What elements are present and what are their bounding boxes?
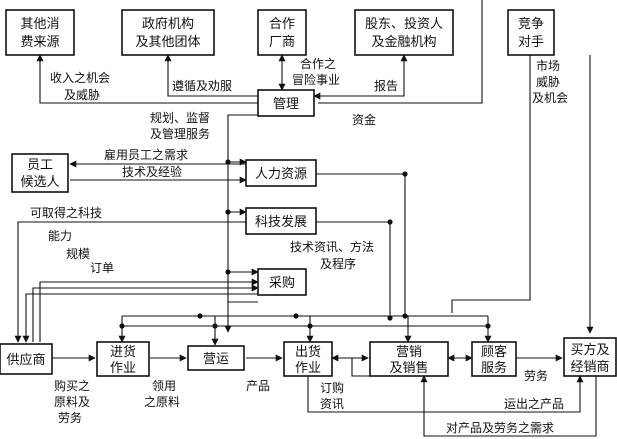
label-hire-need: 雇用员工之需求	[104, 147, 188, 162]
svg-text:管理: 管理	[273, 97, 299, 112]
svg-text:营销: 营销	[396, 345, 422, 360]
label-partner-venture-1: 合作之	[300, 56, 336, 71]
box-employee-candidates: 员工 候选人	[11, 153, 69, 193]
label-report: 报告	[374, 78, 398, 93]
box-competitors: 竞争 对手	[507, 9, 555, 56]
svg-text:及销售: 及销售	[389, 360, 428, 376]
line-demand	[420, 375, 597, 437]
label-market-2: 威胁	[536, 74, 560, 89]
box-procurement: 采购	[257, 268, 307, 296]
label-order-info-1: 订购	[320, 380, 344, 395]
svg-text:作业: 作业	[295, 361, 321, 376]
label-demand: 对产品及劳务之需求	[446, 420, 554, 435]
svg-text:其他消: 其他消	[20, 17, 59, 32]
line-management-backbone	[224, 114, 258, 333]
box-management: 管理	[257, 89, 315, 117]
box-operations: 营运	[187, 345, 245, 371]
label-shipped: 运出之产品	[504, 397, 564, 411]
line-funds	[318, 0, 483, 104]
label-skills: 技术及经验	[122, 164, 182, 179]
svg-text:服务: 服务	[481, 360, 507, 376]
junction-dots	[119, 159, 491, 329]
box-human-resources: 人力资源	[245, 159, 317, 187]
line-management-to-government	[164, 54, 258, 97]
line-management-to-other-consumers	[36, 54, 258, 104]
label-scale: 规模	[66, 246, 90, 261]
label-purchased-3: 劳务	[58, 410, 82, 425]
svg-text:作业: 作业	[110, 361, 136, 376]
label-purchased-2: 原料及	[54, 395, 90, 409]
label-plan-2: 及管理服务	[150, 126, 210, 141]
svg-text:科技发展: 科技发展	[255, 214, 307, 230]
label-received-2: 之原料	[144, 395, 180, 409]
label-market-1: 市场	[536, 58, 560, 73]
label-market-3: 及机会	[532, 91, 568, 105]
label-capability: 能力	[48, 229, 72, 243]
label-partner-venture-2: 冒险事业	[292, 72, 340, 87]
svg-text:及金融机构: 及金融机构	[371, 34, 436, 50]
svg-text:候选人: 候选人	[20, 175, 59, 190]
line-available-tech	[14, 221, 246, 343]
line-market	[451, 55, 531, 313]
svg-text:买方及: 买方及	[570, 342, 609, 358]
svg-text:及其他团体: 及其他团体	[135, 35, 200, 50]
svg-text:供应商: 供应商	[6, 352, 45, 368]
box-outbound-logistics: 出货 作业	[283, 341, 333, 377]
svg-text:经销商: 经销商	[570, 360, 609, 375]
svg-text:进货: 进货	[110, 344, 136, 360]
label-order: 订单	[90, 261, 114, 275]
svg-text:合作: 合作	[269, 17, 295, 32]
svg-text:竞争: 竞争	[518, 16, 544, 32]
box-tech-development: 科技发展	[245, 207, 317, 235]
label-available-tech: 可取得之科技	[30, 205, 102, 220]
svg-text:厂商: 厂商	[269, 35, 295, 50]
box-partners: 合作 厂商	[257, 9, 307, 56]
line-order	[22, 293, 258, 343]
svg-text:员工: 员工	[27, 158, 53, 173]
box-inbound-logistics: 进货 作业	[96, 341, 150, 377]
svg-text:股东、投资人: 股东、投资人	[365, 16, 443, 32]
label-labor: 劳务	[524, 368, 548, 383]
label-funds: 资金	[352, 112, 376, 127]
box-marketing-sales: 营销 及销售	[369, 341, 449, 377]
label-tech-info-2: 及程序	[320, 256, 356, 271]
box-customer-service: 顾客 服务	[471, 341, 517, 377]
box-other-consumers: 其他消 费来源	[5, 9, 75, 56]
label-income-threat-1: 收入之机会	[50, 71, 110, 85]
svg-text:人力资源: 人力资源	[255, 167, 307, 182]
label-purchased-1: 购买之	[54, 378, 90, 393]
box-buyers-distributors: 买方及 经销商	[563, 337, 617, 377]
svg-text:政府机构: 政府机构	[142, 17, 194, 32]
label-comply: 遵循及劝服	[172, 78, 232, 93]
line-shareholders-management	[313, 54, 408, 100]
svg-text:出货: 出货	[295, 344, 321, 360]
svg-text:顾客: 顾客	[481, 344, 507, 360]
label-income-threat-2: 及威胁	[64, 87, 100, 102]
box-supplier: 供应商	[0, 343, 53, 375]
svg-text:费来源: 费来源	[20, 35, 59, 50]
svg-text:采购: 采购	[269, 275, 295, 291]
line-scale	[32, 284, 259, 342]
flow-labels: 收入之机会 及威胁 遵循及劝服 合作之 冒险事业 报告 资金 市场 威胁 及机会…	[30, 56, 568, 435]
svg-text:对手: 对手	[518, 35, 544, 50]
label-tech-info-1: 技术资讯、方法	[290, 239, 374, 254]
label-received-1: 领用	[152, 379, 176, 393]
box-shareholders: 股东、投资人 及金融机构	[354, 9, 454, 56]
svg-text:营运: 营运	[203, 352, 229, 367]
label-product: 产品	[246, 379, 270, 393]
line-capability	[39, 278, 259, 342]
box-government: 政府机构 及其他团体	[121, 9, 215, 56]
line-shipped-products	[307, 374, 584, 413]
label-plan-1: 规划、监督	[150, 110, 210, 125]
label-order-info-2: 资讯	[320, 397, 344, 411]
